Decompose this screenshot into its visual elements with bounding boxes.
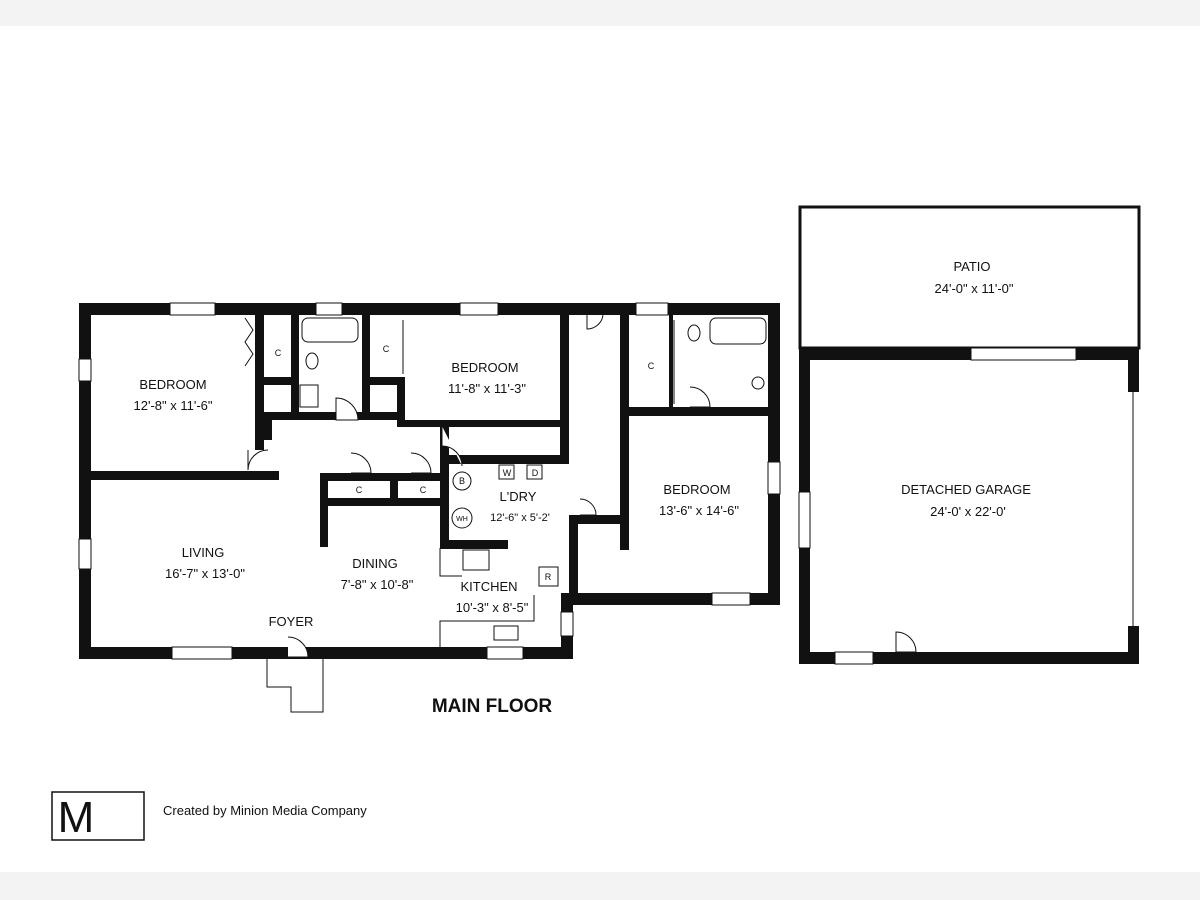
credit-text: Created by Minion Media Company [163, 803, 367, 818]
garage-dims: 24'-0' x 22'-0' [930, 504, 1006, 519]
bedroom-2-name: BEDROOM [451, 360, 518, 375]
sink-icon [751, 376, 765, 390]
closet-label: C [275, 348, 282, 358]
laundry-dims: 12'-6" x 5'-2' [490, 512, 550, 524]
dryer-label: D [532, 468, 539, 478]
garage-name: DETACHED GARAGE [901, 482, 1031, 497]
entry-stairs [266, 659, 324, 713]
house-walls [79, 303, 780, 659]
bedroom-1-dims: 12'-8" x 11'-6" [134, 398, 213, 413]
kitchen-sink-icon [493, 625, 519, 641]
closet-label: C [420, 485, 427, 495]
bedroom-3-dims: 13'-6" x 14'-6" [659, 503, 739, 518]
laundry-name: L'DRY [500, 489, 537, 504]
logo-letter: M [58, 793, 95, 842]
water-heater-circle [451, 507, 473, 529]
stove-icon [462, 549, 490, 571]
door-swings [244, 314, 711, 658]
toilet-icon [687, 324, 701, 342]
refrigerator-label: R [545, 572, 552, 582]
symbol-labels: C C C C C W D B WH R [275, 344, 655, 582]
bedroom-2-dims: 11'-8" x 11'-3" [448, 381, 526, 396]
floor-plan-sheet: BEDROOM 12'-8" x 11'-6" BEDROOM 11'-8" x… [0, 26, 1200, 872]
boiler-label: B [459, 476, 465, 486]
fixtures [266, 317, 767, 713]
sink-icon [299, 384, 319, 408]
kitchen-dims: 10'-3" x 8'-5" [456, 600, 529, 615]
patio-name: PATIO [953, 259, 990, 274]
living-name: LIVING [182, 545, 225, 560]
bedroom-3-name: BEDROOM [663, 482, 730, 497]
closet-label: C [648, 361, 655, 371]
foyer-name: FOYER [269, 614, 314, 629]
floor-plan-drawing: BEDROOM 12'-8" x 11'-6" BEDROOM 11'-8" x… [51, 205, 1141, 842]
washer-box [498, 464, 515, 480]
patio [798, 205, 1141, 350]
fridge-box [538, 566, 559, 587]
patio-dims: 24'-0" x 11'-0" [935, 281, 1014, 296]
dining-dims: 7'-8" x 10'-8" [341, 577, 414, 592]
bathtub-icon [709, 317, 767, 345]
boiler-circle [452, 471, 472, 491]
washer-label: W [503, 468, 512, 478]
toilet-icon [305, 352, 319, 370]
dryer-box [526, 464, 543, 480]
living-dims: 16'-7" x 13'-0" [165, 566, 245, 581]
plan-title: MAIN FLOOR [432, 696, 553, 717]
logo-box [51, 791, 145, 841]
room-labels: BEDROOM 12'-8" x 11'-6" BEDROOM 11'-8" x… [134, 259, 1032, 629]
water-heater-label: WH [456, 516, 468, 523]
bedroom-1-name: BEDROOM [139, 377, 206, 392]
closet-label: C [356, 485, 363, 495]
house-windows [78, 302, 781, 660]
garage-openings [798, 347, 1134, 665]
kitchen-name: KITCHEN [460, 579, 517, 594]
dining-name: DINING [352, 556, 398, 571]
closet-label: C [383, 344, 390, 354]
branding: M Created by Minion Media Company [51, 791, 367, 842]
bathtub-icon [301, 317, 359, 343]
